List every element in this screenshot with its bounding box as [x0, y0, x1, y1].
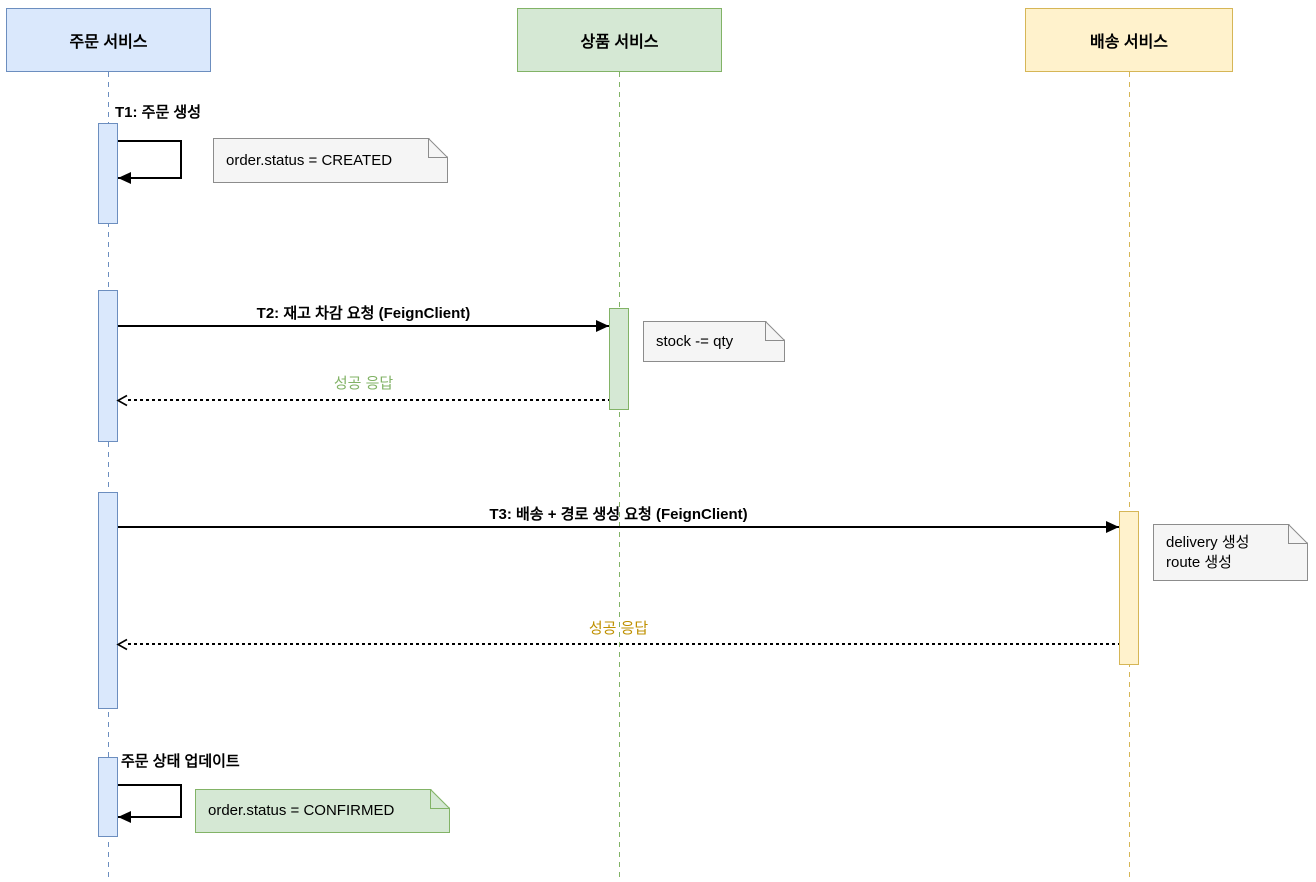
arrowhead-icon — [118, 172, 131, 184]
note-stock-decrement: stock -= qty — [643, 321, 785, 362]
note-text: stock -= qty — [656, 332, 734, 350]
order-activation-t1 — [98, 123, 118, 224]
message-line-t3 — [118, 526, 1119, 528]
note-fold-icon — [1288, 524, 1308, 544]
participant-label: 상품 서비스 — [580, 34, 659, 51]
self-message-t4 — [118, 784, 182, 818]
order-activation-t4 — [98, 757, 118, 837]
arrowhead-icon — [118, 811, 131, 823]
response-label-t2: 성공 응답 — [333, 375, 394, 392]
arrowhead-icon — [1106, 521, 1119, 533]
self-message-t1 — [118, 140, 182, 179]
participant-delivery-service: 배송 서비스 — [1025, 8, 1233, 72]
note-text: order.status = CONFIRMED — [208, 802, 395, 820]
participant-label: 배송 서비스 — [1089, 34, 1169, 51]
response-label-t3: 성공 응답 — [588, 620, 649, 637]
message-label-t4: 주문 상태 업데이트 — [121, 753, 240, 770]
note-order-created: order.status = CREATED — [213, 138, 448, 183]
message-label-t3: T3: 배송 + 경로 생성 요청 (FeignClient) — [489, 506, 748, 523]
note-fold-icon — [428, 138, 448, 158]
return-line-t2 — [128, 399, 609, 401]
note-fold-icon — [765, 321, 785, 341]
product-activation — [609, 308, 629, 410]
participant-order-service: 주문 서비스 — [6, 8, 211, 72]
order-activation-t3 — [98, 492, 118, 709]
note-fold-icon — [430, 789, 450, 809]
return-line-t3 — [128, 643, 1119, 645]
participant-label: 주문 서비스 — [69, 34, 148, 51]
message-label-t1: T1: 주문 생성 — [115, 104, 202, 121]
delivery-service-lifeline — [1129, 72, 1130, 882]
note-text: delivery 생성 route 생성 — [1166, 534, 1250, 571]
note-delivery-route: delivery 생성 route 생성 — [1153, 524, 1308, 581]
open-arrowhead-icon — [116, 638, 128, 651]
delivery-activation — [1119, 511, 1139, 665]
order-service-lifeline — [108, 72, 109, 882]
order-activation-t2 — [98, 290, 118, 442]
note-text: order.status = CREATED — [226, 151, 393, 169]
arrowhead-icon — [596, 320, 609, 332]
message-label-t2: T2: 재고 차감 요청 (FeignClient) — [256, 305, 471, 322]
participant-product-service: 상품 서비스 — [517, 8, 722, 72]
message-line-t2 — [118, 325, 609, 327]
note-order-confirmed: order.status = CONFIRMED — [195, 789, 450, 833]
open-arrowhead-icon — [116, 394, 128, 407]
product-service-lifeline — [619, 72, 620, 882]
